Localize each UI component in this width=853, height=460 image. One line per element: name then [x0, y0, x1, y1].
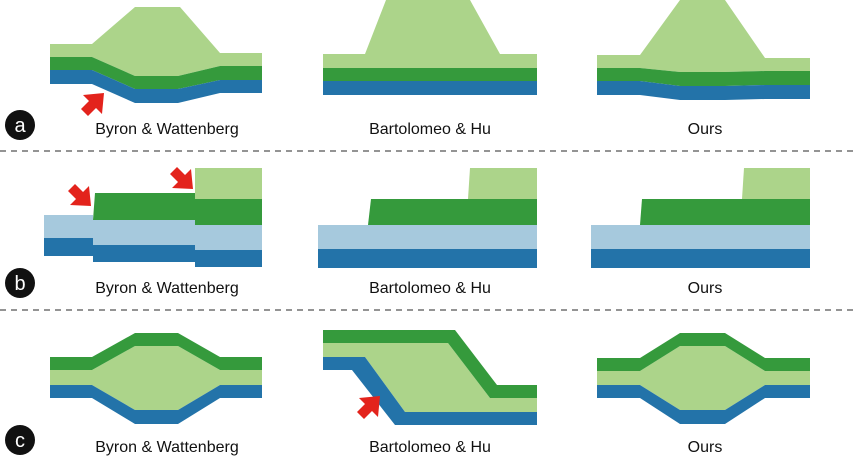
row-a: a Byron & Wattenberg Bartolomeo & Hu Our… — [5, 0, 810, 140]
light-blue-layer — [44, 215, 262, 250]
blue-layer — [597, 81, 810, 100]
green-layer — [323, 330, 537, 398]
blue-layer — [50, 385, 262, 424]
light-green-layer — [468, 168, 537, 199]
blue-layer — [318, 249, 537, 268]
row-marker: a — [14, 115, 26, 137]
row-marker-circle — [5, 268, 35, 298]
light-green-layer — [597, 0, 810, 72]
light-blue-layer — [591, 225, 810, 249]
panel-b-bartolomeo — [318, 168, 537, 268]
green-layer — [640, 199, 810, 225]
row-marker-circle — [5, 110, 35, 140]
row-b: b Byron & Wattenberg Bartolomeo & Hu Our… — [5, 167, 810, 298]
light-green-layer — [50, 346, 262, 410]
green-layer — [368, 199, 537, 225]
green-layer — [50, 333, 262, 370]
row-c: c Byron & Wattenberg Bartolomeo & Hu Our… — [5, 330, 810, 456]
label-ours: Ours — [688, 280, 723, 297]
panel-a-ours — [597, 0, 810, 100]
light-green-layer — [742, 168, 810, 199]
panel-a-byron — [50, 7, 262, 116]
label-bartolomeo-hu: Bartolomeo & Hu — [369, 280, 491, 297]
label-ours: Ours — [688, 439, 723, 456]
panel-b-byron — [44, 167, 262, 267]
green-layer — [93, 193, 262, 225]
blue-layer — [50, 70, 262, 103]
light-green-layer — [50, 7, 262, 76]
light-blue-layer — [318, 225, 537, 249]
red-arrow-icon — [81, 93, 104, 116]
panel-c-byron — [50, 333, 262, 424]
blue-layer — [323, 357, 537, 425]
row-marker: b — [14, 273, 25, 295]
green-layer — [323, 68, 537, 81]
red-arrow-icon — [68, 184, 91, 206]
label-byron-wattenberg: Byron & Wattenberg — [95, 121, 238, 138]
blue-layer — [44, 238, 262, 267]
label-bartolomeo-hu: Bartolomeo & Hu — [369, 121, 491, 138]
row-marker-circle — [5, 425, 35, 455]
green-layer — [50, 57, 262, 89]
label-bartolomeo-hu: Bartolomeo & Hu — [369, 439, 491, 456]
panel-c-bartolomeo — [323, 330, 537, 425]
green-layer — [597, 333, 810, 371]
row-marker: c — [15, 430, 25, 452]
light-green-layer — [323, 0, 537, 68]
blue-layer — [597, 385, 810, 424]
red-arrow-icon — [170, 167, 193, 189]
panel-a-bartolomeo — [323, 0, 537, 95]
green-layer — [597, 68, 810, 86]
light-green-layer — [323, 343, 537, 412]
label-byron-wattenberg: Byron & Wattenberg — [95, 280, 238, 297]
red-arrow-icon — [357, 396, 380, 419]
blue-layer — [591, 249, 810, 268]
panel-b-ours — [591, 168, 810, 268]
light-green-layer — [195, 168, 262, 199]
label-byron-wattenberg: Byron & Wattenberg — [95, 439, 238, 456]
panel-c-ours — [597, 333, 810, 424]
light-green-layer — [597, 346, 810, 410]
blue-layer — [323, 81, 537, 95]
label-ours: Ours — [688, 121, 723, 138]
